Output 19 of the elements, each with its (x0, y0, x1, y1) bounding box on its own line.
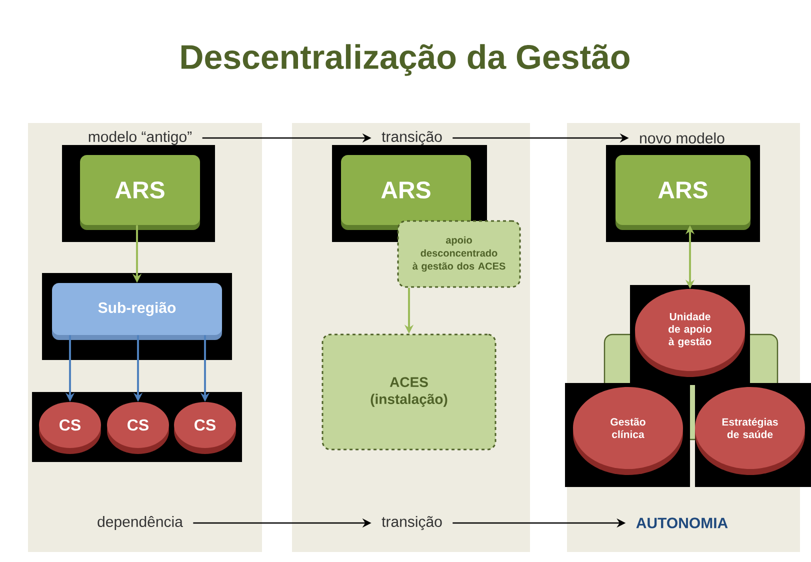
ellipse-button: Estratégias de saúde (695, 387, 805, 475)
dashed-box: ACES (instalação) (322, 334, 496, 450)
ellipse-button: CS (107, 402, 169, 454)
stage-label: transição (382, 516, 442, 530)
title: Descentralização da Gestão (181, 44, 630, 76)
stage-label: dependência (98, 516, 183, 530)
ellipse-button: CS (39, 402, 101, 454)
ellipse-button: CS (174, 402, 236, 454)
rounded-button: ARS (80, 155, 200, 230)
rounded-button: ARS (616, 155, 750, 230)
rounded-button: ARS (341, 155, 471, 230)
rounded-button: Sub-região (52, 283, 222, 340)
dashed-box: apoio desconcentrado à gestão dos ACES (397, 220, 521, 288)
stage-label: AUTONOMIA (636, 518, 728, 528)
ellipse-button: Unidade de apoio à gestão (635, 289, 745, 377)
stage-label: novo modelo (640, 132, 724, 144)
stage-label: modelo “antigo” (88, 131, 192, 145)
stage-label: transição (382, 130, 442, 146)
ellipse-button: Gestão clínica (573, 387, 683, 475)
